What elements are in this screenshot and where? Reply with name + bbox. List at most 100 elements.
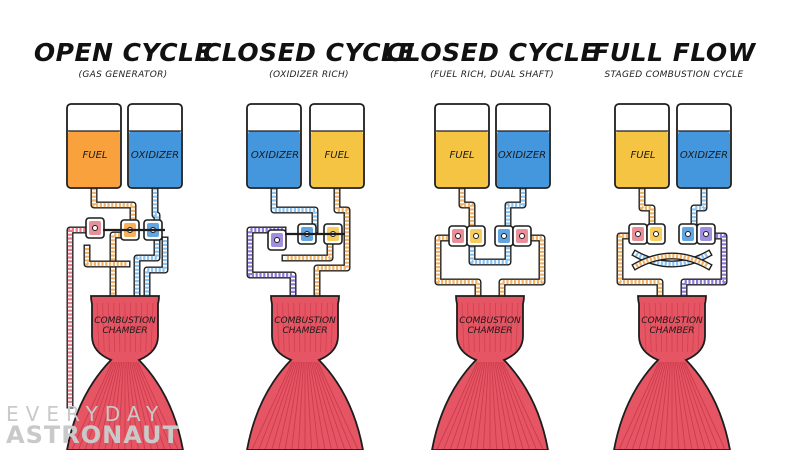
oxidizer-pump-hub — [685, 231, 691, 237]
combustion-chamber-streak — [643, 302, 647, 353]
combustion-chamber-streak — [284, 361, 301, 450]
combustion-chamber-streak — [127, 361, 139, 450]
preburner-hub — [274, 237, 280, 243]
ox-preburner-hub — [703, 231, 709, 237]
combustion-chamber-streak — [494, 361, 511, 450]
combustion-chamber-streak — [117, 361, 124, 450]
tank-label-fuel: FUEL — [630, 150, 656, 161]
preburner-right-hub — [519, 233, 525, 239]
cycle-title-closed-ox: CLOSED CYCLE — [202, 38, 416, 67]
combustion-chamber-streak — [96, 302, 100, 353]
combustion-chamber-streak — [107, 302, 110, 353]
chamber-label: COMBUSTION CHAMBER — [459, 316, 521, 336]
combustion-chamber-streak — [660, 302, 662, 353]
combustion-chamber-streak — [104, 361, 121, 450]
cycle-subtitle-closed-ox: (OXIDIZER RICH) — [269, 70, 349, 80]
combustion-chamber-streak — [132, 361, 159, 450]
combustion-chamber-streak — [482, 361, 489, 450]
combustion-chamber-streak — [276, 302, 280, 353]
crossover-ox-bore — [633, 251, 711, 266]
combustion-chamber-streak — [307, 361, 319, 450]
combustion-chamber-streak — [674, 361, 686, 450]
cycle-subtitle-open: (GAS GENERATOR) — [78, 70, 168, 80]
combustion-chamber-streak — [314, 361, 346, 450]
cycle-title-open: OPEN CYCLE — [33, 38, 213, 67]
fuel-line — [639, 188, 655, 225]
combustion-chamber-streak — [491, 361, 498, 450]
combustion-chamber-streak — [91, 361, 118, 450]
crossfeed-line-outline — [468, 242, 512, 266]
combustion-chamber-streak — [317, 361, 359, 450]
combustion-chamber-streak — [71, 361, 113, 450]
combustion-chamber-streak — [436, 361, 478, 450]
fuel-line — [459, 188, 475, 225]
tank-label-oxidizer: OXIDIZER — [250, 150, 300, 161]
combustion-chamber-streak — [320, 302, 323, 353]
tank-label-fuel: FUEL — [324, 150, 350, 161]
combustion-chamber-streak — [282, 302, 285, 353]
combustion-chamber-streak — [682, 302, 684, 353]
tank-label-oxidizer: OXIDIZER — [497, 150, 547, 161]
combustion-chamber-streak — [113, 302, 115, 353]
crossover-fuel-bore — [633, 254, 711, 269]
preburner-fuel-line — [285, 242, 333, 261]
combustion-chamber-streak — [649, 302, 652, 353]
combustion-chamber-streak — [449, 361, 481, 450]
combustion-chamber-streak — [676, 361, 693, 450]
combustion-chamber-streak — [84, 361, 116, 450]
cycle-panel-1 — [66, 103, 184, 450]
combustion-chamber-streak — [651, 361, 668, 450]
fuel-preburner-hub — [635, 231, 641, 237]
tank-left-fluid — [248, 131, 300, 187]
watermark-line-1: EVERYDAY — [6, 402, 166, 426]
combustion-chamber-streak — [315, 361, 352, 450]
combustion-chamber-streak — [456, 361, 483, 450]
combustion-chamber-streak — [687, 302, 690, 353]
combustion-chamber-streak — [664, 361, 671, 450]
preburner-line-left — [435, 235, 481, 295]
combustion-chamber-streak — [499, 361, 531, 450]
combustion-chamber-streak — [315, 302, 317, 353]
combustion-chamber-streak — [111, 361, 123, 450]
tank-label-fuel: FUEL — [449, 150, 475, 161]
combustion-chamber-streak — [510, 302, 513, 353]
combustion-chamber-streak — [469, 361, 486, 450]
combustion-chamber-streak — [278, 361, 300, 450]
combustion-chamber-streak — [443, 361, 480, 450]
combustion-chamber-streak — [135, 302, 137, 353]
watermark-line-2: ASTRONAUT — [6, 421, 180, 449]
combustion-chamber-streak — [682, 361, 719, 450]
fuel-pump-hub — [653, 231, 659, 237]
combustion-chamber-streak — [98, 361, 120, 450]
cycle-panel-2 — [246, 103, 365, 450]
cycle-title-full-flow: FULL FLOW — [592, 38, 756, 67]
cycle-subtitle-closed-fuel: (FUEL RICH, DUAL SHAFT) — [430, 70, 554, 80]
tank-left-fluid — [68, 131, 120, 187]
tank-label-oxidizer: OXIDIZER — [130, 150, 180, 161]
combustion-chamber-streak — [495, 361, 517, 450]
tank-right-fluid — [311, 131, 363, 187]
combustion-chamber-streak — [478, 302, 480, 353]
combustion-chamber-streak — [654, 302, 657, 353]
combustion-chamber-streak — [673, 361, 680, 450]
fuel-line — [91, 188, 136, 295]
combustion-chamber-streak — [625, 361, 662, 450]
combustion-chamber-streak — [312, 361, 339, 450]
combustion-chamber-streak — [297, 361, 304, 450]
combustion-chamber-streak — [684, 361, 726, 450]
fuel-pump-hub — [473, 233, 479, 239]
gas-generator-hub — [92, 225, 98, 231]
preburner-line-fuel — [617, 233, 663, 295]
combustion-chamber-streak — [310, 361, 332, 450]
preburner-line-right — [499, 235, 545, 295]
combustion-chamber-streak — [515, 302, 519, 353]
combustion-chamber-streak — [631, 361, 663, 450]
cycle-subtitle-full-flow: STAGED COMBUSTION CYCLE — [604, 70, 744, 80]
combustion-chamber-streak — [264, 361, 296, 450]
combustion-chamber-streak — [309, 361, 326, 450]
combustion-chamber-streak — [461, 302, 465, 353]
combustion-chamber-streak — [492, 361, 504, 450]
combustion-chamber-streak — [658, 361, 670, 450]
combustion-chamber-streak — [287, 302, 290, 353]
chamber-label: COMBUSTION CHAMBER — [94, 316, 156, 336]
